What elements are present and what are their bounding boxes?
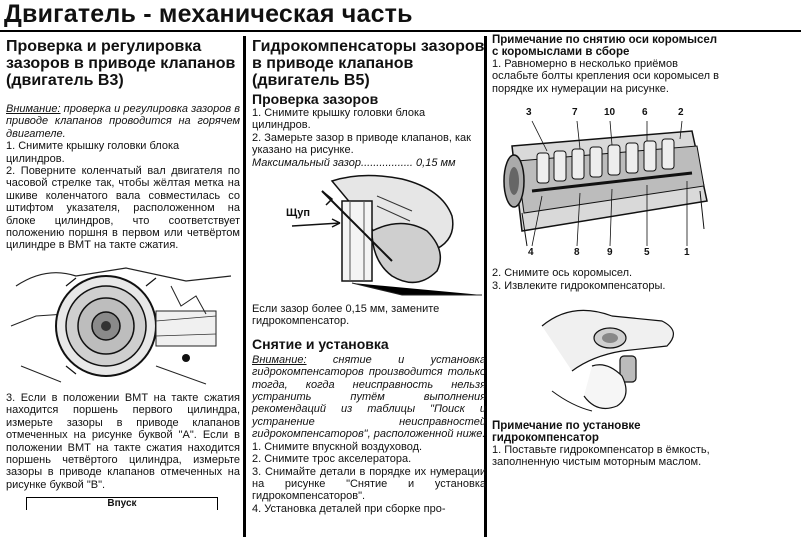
step-1: 1. Снимите крышку головки блока цилиндро… bbox=[6, 140, 180, 165]
b5-step-1: 1. Снимите крышку головки блока цилиндро… bbox=[252, 107, 426, 132]
note-rocker-removal-heading: Примечание по снятию оси коромысел с кор… bbox=[492, 34, 718, 58]
step-3: 3. Если в положении ВМТ на такте сжатия … bbox=[6, 391, 240, 491]
b5-step-2: 2. Замерьте зазор в приводе клапанов, ка… bbox=[252, 131, 471, 157]
warning-note: Внимание: проверка и регулировка зазоров… bbox=[6, 103, 240, 140]
warning-text: проверка и регулировка зазоров в приводе… bbox=[6, 103, 240, 140]
bolt-label: 9 bbox=[607, 247, 613, 259]
column-3: Примечание по снятию оси коромысел с кор… bbox=[492, 34, 722, 469]
removal-step-4: 4. Установка деталей при сборке про- bbox=[252, 502, 446, 515]
bolt-label: 2 bbox=[678, 107, 684, 119]
bolt-label: 7 bbox=[572, 107, 578, 119]
bolt-label: 5 bbox=[644, 247, 650, 259]
extract-lifters-step: 3. Извлеките гидрокомпенсаторы. bbox=[492, 279, 666, 292]
note-lifter-install-text: 1. Поставьте гидрокомпенсатор в ёмкость,… bbox=[492, 444, 710, 469]
removal-step-2: 2. Снимите трос акселератора. bbox=[252, 453, 412, 466]
note-rocker-removal-text: 1. Равномерно в несколько приёмов ослабь… bbox=[492, 58, 719, 95]
column-divider-2 bbox=[484, 36, 487, 537]
removal-warning-text: снятие и установка гидрокомпенсаторов пр… bbox=[252, 353, 486, 441]
column-1: Проверка и регулировка зазоров в приводе… bbox=[6, 34, 240, 511]
subheading-gap-check: Проверка зазоров bbox=[252, 91, 379, 107]
removal-step-3: 3. Снимайте детали в порядке их нумераци… bbox=[252, 465, 486, 503]
bolt-label: 4 bbox=[528, 247, 534, 259]
column-2: Гидрокомпенсаторы зазоров в приводе клап… bbox=[252, 34, 486, 515]
section-heading-b5: Гидрокомпенсаторы зазоров в приводе клап… bbox=[252, 38, 485, 89]
warning-label: Внимание: bbox=[6, 103, 61, 115]
subheading-removal: Снятие и установка bbox=[252, 335, 389, 352]
gap-measurement-figure: Щуп bbox=[252, 171, 486, 299]
bolt-label: 1 bbox=[684, 247, 690, 259]
rocker-shaft-figure: 3 7 10 6 2 4 8 9 5 1 bbox=[492, 101, 722, 261]
max-gap-line: Максимальный зазор................. 0,15… bbox=[252, 157, 486, 169]
hand-lifter-illustration bbox=[541, 309, 674, 412]
page-title: Двигатель - механическая часть bbox=[4, 0, 413, 28]
crankshaft-pulley-illustration bbox=[6, 255, 240, 388]
remove-shaft-step: 2. Снимите ось коромысел. bbox=[492, 267, 633, 280]
column-divider-1 bbox=[243, 36, 246, 537]
rocker-gap-illustration bbox=[291, 174, 482, 296]
bolt-label: 6 bbox=[642, 107, 648, 119]
crankshaft-pulley-figure bbox=[6, 255, 240, 388]
removal-warning-label: Внимание: bbox=[252, 353, 307, 366]
intake-label-box: Впуск bbox=[26, 497, 218, 511]
removal-warning: Внимание: снятие и установка гидрокомпен… bbox=[252, 354, 486, 441]
note-lifter-install-heading: Примечание по установке гидрокомпенсатор bbox=[492, 420, 641, 445]
bolt-label: 3 bbox=[526, 107, 532, 119]
lifter-extraction-figure bbox=[492, 296, 722, 416]
intake-label: Впуск bbox=[107, 498, 137, 510]
probe-label: Щуп bbox=[286, 207, 310, 220]
max-gap-value: 0,15 мм bbox=[416, 156, 456, 169]
header-rule bbox=[0, 30, 801, 32]
section-heading-b3: Проверка и регулировка зазоров в приводе… bbox=[6, 38, 236, 89]
step-2: 2. Поверните коленчатый вал двигателя по… bbox=[6, 165, 240, 252]
bolt-label: 8 bbox=[574, 247, 580, 259]
bolt-label: 10 bbox=[604, 107, 616, 119]
removal-step-1: 1. Снимите впускной воздуховод. bbox=[252, 440, 423, 453]
cylinder-head-illustration bbox=[503, 121, 708, 247]
rocker-arms bbox=[536, 138, 675, 184]
replace-note: Если зазор более 0,15 мм, замените гидро… bbox=[252, 303, 440, 328]
max-gap-label: Максимальный зазор................. bbox=[252, 156, 413, 169]
